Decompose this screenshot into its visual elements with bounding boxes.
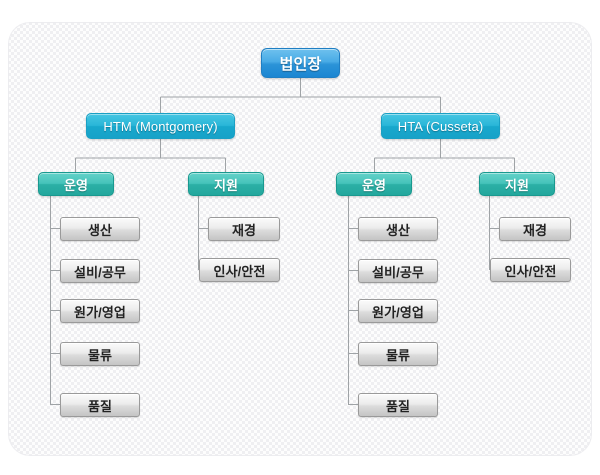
org-node-htm-ops-item-4[interactable]: 물류 xyxy=(60,342,140,366)
org-node-branch-hta[interactable]: HTA (Cusseta) xyxy=(381,113,500,139)
org-node-hta-group-operations[interactable]: 운영 xyxy=(336,172,412,196)
org-node-htm-ops-item-2[interactable]: 설비/공무 xyxy=(60,259,140,283)
org-node-htm-ops-item-3[interactable]: 원가/영업 xyxy=(60,299,140,323)
org-node-hta-ops-item-3[interactable]: 원가/영업 xyxy=(358,299,438,323)
org-node-htm-group-operations[interactable]: 운영 xyxy=(38,172,114,196)
org-node-htm-ops-item-1[interactable]: 생산 xyxy=(60,217,140,241)
org-node-htm-group-support[interactable]: 지원 xyxy=(188,172,264,196)
org-node-htm-ops-item-5[interactable]: 품질 xyxy=(60,393,140,417)
org-node-hta-ops-item-1[interactable]: 생산 xyxy=(358,217,438,241)
org-node-hta-ops-item-2[interactable]: 설비/공무 xyxy=(358,259,438,283)
org-node-root[interactable]: 법인장 xyxy=(261,48,340,78)
org-node-htm-support-item-1[interactable]: 재경 xyxy=(208,217,280,241)
org-node-hta-ops-item-4[interactable]: 물류 xyxy=(358,342,438,366)
org-node-branch-htm[interactable]: HTM (Montgomery) xyxy=(86,113,235,139)
org-node-hta-ops-item-5[interactable]: 품질 xyxy=(358,393,438,417)
org-node-htm-support-item-2[interactable]: 인사/안전 xyxy=(199,258,280,282)
org-node-hta-group-support[interactable]: 지원 xyxy=(479,172,555,196)
org-node-hta-support-item-1[interactable]: 재경 xyxy=(499,217,571,241)
org-node-hta-support-item-2[interactable]: 인사/안전 xyxy=(490,258,571,282)
